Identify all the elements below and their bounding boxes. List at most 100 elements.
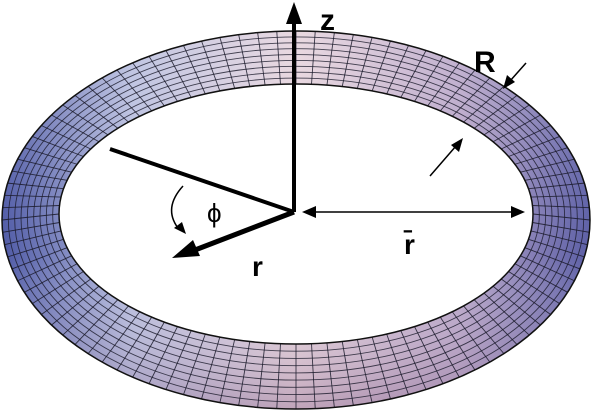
z-axis-arrowhead xyxy=(286,2,302,24)
torus-meridian-line xyxy=(2,222,60,233)
torus-meridian-grid xyxy=(1,31,591,409)
torus-meridian-line xyxy=(311,31,316,85)
torus-meridian-line xyxy=(427,321,460,378)
torus-meridian-line xyxy=(32,135,84,157)
torus-meridian-line xyxy=(483,292,530,336)
torus-meridian-line xyxy=(508,271,560,304)
torus-meridian-line xyxy=(414,326,444,384)
torus-meridian-line xyxy=(276,31,281,85)
z-axis-label: z xyxy=(320,4,335,37)
torus-meridian-line xyxy=(17,255,72,282)
phi-arc-arrowhead xyxy=(174,222,186,234)
torus-meridian-line xyxy=(51,114,100,143)
torus-meridian-line xyxy=(473,95,518,129)
torus-meridian-line xyxy=(32,271,84,304)
torus-meridian-line xyxy=(311,343,316,409)
torus-meridian-line xyxy=(326,342,335,408)
r-vector-arrowhead xyxy=(172,240,200,258)
torus-meridian-line xyxy=(51,285,100,326)
torus-meridian-line xyxy=(371,336,391,400)
r-bar-label: r̄ xyxy=(403,229,415,260)
torus-meridian-line xyxy=(24,147,78,165)
torus-meridian-line xyxy=(219,339,236,403)
torus-meridian-line xyxy=(520,158,575,173)
torus-meridian-line xyxy=(356,37,373,89)
torus-meridian-line xyxy=(24,263,78,293)
torus-meridian-line xyxy=(74,299,119,345)
torus-meridian-line xyxy=(514,263,568,293)
torus-meridian-line xyxy=(201,336,221,400)
torus-meridian-line xyxy=(501,125,551,150)
torus-meridian-line xyxy=(4,230,62,246)
torus-meridian-line xyxy=(508,135,560,157)
torus-meridian-line xyxy=(492,285,541,326)
torus-meridian-line xyxy=(463,86,505,123)
torus-meridian-line xyxy=(148,326,178,384)
torus-meridian-line xyxy=(532,213,591,221)
r-bar-right-arrowhead xyxy=(511,206,525,218)
torus-meridian-line xyxy=(451,311,491,363)
torus-meridian-line xyxy=(386,45,409,95)
R-outer-arrowhead xyxy=(503,75,515,89)
torus-meridian-line xyxy=(528,238,585,258)
torus-meridian-line xyxy=(41,278,92,315)
torus-meridian-line xyxy=(414,56,444,102)
torus-meridian-line xyxy=(238,34,251,87)
torus-meridian-line xyxy=(41,125,91,150)
torus-meridian-line xyxy=(451,77,491,117)
torus-meridian-line xyxy=(17,158,72,173)
torus-meridian-line xyxy=(483,104,530,136)
torus-meridian-line xyxy=(427,62,460,107)
phi-label: ϕ xyxy=(207,198,222,228)
torus-meridian-line xyxy=(530,230,588,246)
r-bar-left-arrowhead xyxy=(302,206,316,218)
torus-meridian-line xyxy=(87,305,129,354)
torus-meridian-line xyxy=(257,32,266,86)
torus-meridian-line xyxy=(400,330,427,390)
torus-meridian-line xyxy=(101,77,141,117)
R-inner-arrowhead xyxy=(451,138,463,152)
torus-meridian-line xyxy=(326,32,335,86)
torus-meridian-line xyxy=(341,34,354,87)
torus-meridian-line xyxy=(528,182,585,190)
torus-meridian-line xyxy=(439,69,476,112)
torus-meridian-line xyxy=(524,170,581,181)
torus-meridian-line xyxy=(1,213,60,221)
torus-meridian-line xyxy=(101,311,141,363)
torus-meridian-line xyxy=(7,238,64,258)
torus-meridian-line xyxy=(148,56,178,102)
torus-meridian-line xyxy=(514,147,568,165)
torus-meridian-line xyxy=(165,50,192,98)
torus-meridian-line xyxy=(530,194,588,198)
torus-meridian-line xyxy=(371,40,391,92)
torus-meridian-line xyxy=(74,95,119,129)
torus-meridian-line xyxy=(165,330,192,390)
torus-surface xyxy=(1,31,591,409)
torus-meridian-line xyxy=(4,194,62,198)
torus-meridian-line xyxy=(183,45,206,95)
torus-meridian-line xyxy=(524,247,581,270)
torus-meridian-line xyxy=(116,69,153,112)
torus-meridian-line xyxy=(257,342,266,408)
torus-meridian-line xyxy=(87,86,129,123)
torus-meridian-line xyxy=(532,205,590,209)
R-outer-arrow-line xyxy=(509,62,527,82)
torus-meridian-line xyxy=(276,343,281,409)
torus-meridian-line xyxy=(532,222,590,233)
torus-meridian-line xyxy=(473,299,518,345)
R-label: R xyxy=(474,46,496,79)
torus-meridian-line xyxy=(400,50,427,98)
torus-meridian-line xyxy=(201,40,221,92)
torus-meridian-line xyxy=(439,316,476,371)
r-label: r xyxy=(252,251,263,282)
torus-meridian-line xyxy=(183,333,206,395)
radius-line xyxy=(109,147,295,214)
torus-meridian-line xyxy=(341,341,354,406)
torus-meridian-line xyxy=(11,247,68,270)
torus-meridian-line xyxy=(238,341,251,406)
phi-angle-arc xyxy=(170,185,184,229)
R-inner-arrow-line xyxy=(429,145,457,177)
torus-meridian-line xyxy=(132,62,165,107)
